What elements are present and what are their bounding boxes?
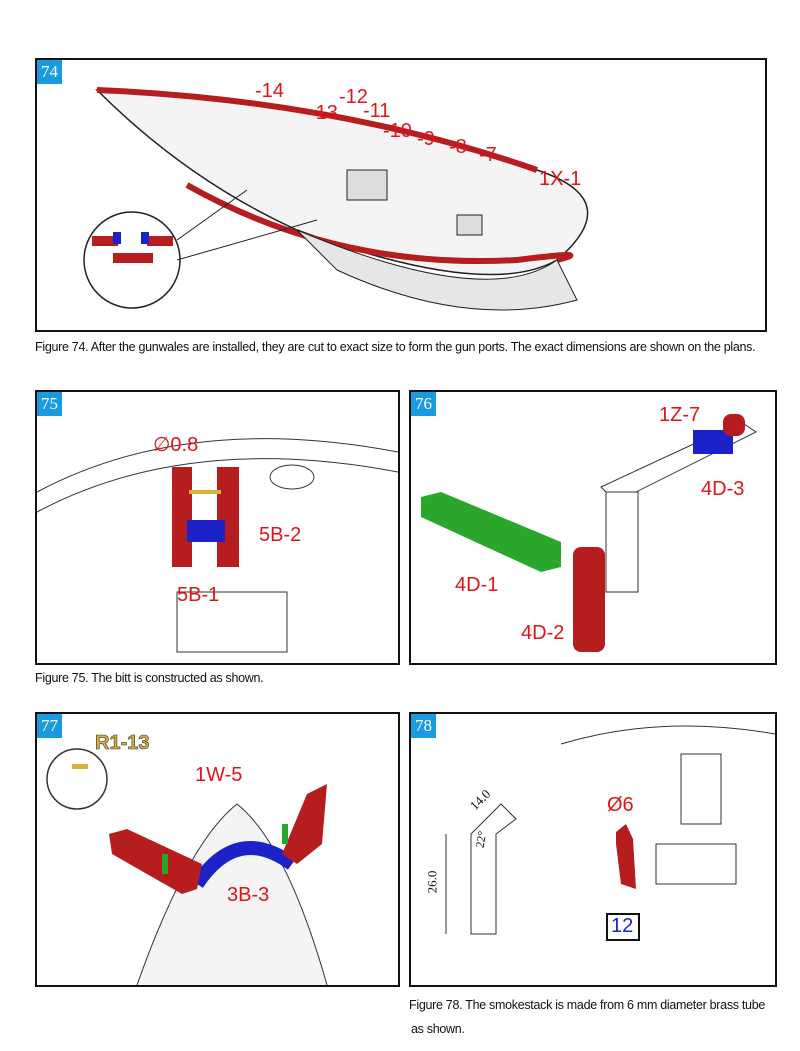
part-label: -12 (339, 86, 368, 108)
part-label: R1-13 (95, 732, 150, 755)
part-label: -10 (383, 120, 412, 142)
figure-76-panel: 76 1Z-7 4D-3 4D-1 4D-2 (409, 390, 777, 665)
part-label: -13 (309, 102, 338, 124)
diameter-label: ∅0.8 (153, 434, 199, 456)
diameter-label: Ø6 (607, 794, 634, 816)
figure-77-panel: 77 R1-13 1W-5 3B-3 (35, 712, 400, 987)
part-label: 3B-3 (227, 884, 270, 906)
bow-illustration (46, 748, 328, 985)
figure-75-panel: 75 ∅0.8 5B-2 5B-1 (35, 390, 400, 665)
part-label: -14 (255, 80, 284, 102)
part-number-box: 12 (611, 915, 634, 937)
part-label: -8 (449, 136, 467, 158)
smokestack-illustration (445, 725, 775, 941)
part-label: 5B-1 (177, 584, 220, 606)
part-label: 5B-2 (259, 524, 302, 546)
part-label: -7 (479, 144, 497, 166)
figure-74-panel: 74 -14 -13 -12 -11 -10 -9 -8 -7 1X-1 (35, 58, 767, 332)
hull-illustration (83, 87, 589, 311)
part-label: -11 (363, 100, 391, 122)
figure-number-badge: 75 (37, 392, 62, 416)
figure-number-badge: 74 (37, 60, 62, 84)
figure-number-badge: 78 (411, 714, 436, 738)
part-label: 4D-3 (701, 478, 745, 500)
parts-illustration (421, 414, 757, 652)
angle-label: 22° (472, 829, 490, 849)
bitt-illustration (37, 438, 398, 653)
figure-75-caption: Figure 75. The bitt is constructed as sh… (35, 671, 264, 685)
dimension-label: 26.0 (424, 870, 440, 894)
figure-number-badge: 76 (411, 392, 436, 416)
figure-78-panel: 78 Ø6 12 14.0 22° 26.0 (409, 712, 777, 987)
part-label: 4D-1 (455, 574, 499, 596)
figure-78-caption: as shown. (411, 1022, 465, 1036)
figure-number-badge: 77 (37, 714, 62, 738)
part-label: -9 (417, 128, 435, 150)
part-label: 1W-5 (195, 764, 243, 786)
part-label: 1X-1 (539, 168, 582, 190)
part-label: 1Z-7 (659, 404, 701, 426)
figure-78-caption: Figure 78. The smokestack is made from 6… (409, 998, 766, 1012)
part-label: 4D-2 (521, 622, 565, 644)
figure-74-caption: Figure 74. After the gunwales are instal… (35, 340, 756, 354)
